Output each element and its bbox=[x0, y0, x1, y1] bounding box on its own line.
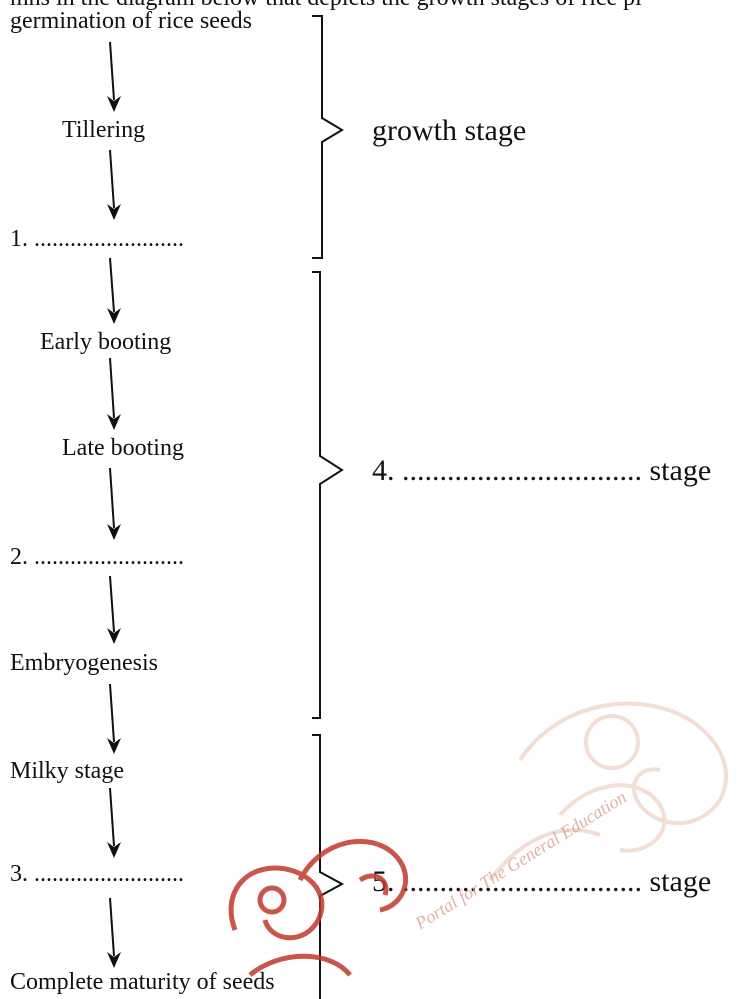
arrow-2 bbox=[109, 149, 115, 209]
brace-stage-5 bbox=[312, 734, 345, 999]
blank-3: 3. ......................... bbox=[10, 861, 184, 887]
arrow-4 bbox=[109, 357, 115, 419]
cut-header-text: mns in the diagram below that depicts th… bbox=[10, 0, 642, 13]
blank-2: 2. ......................... bbox=[10, 544, 184, 570]
arrow-8 bbox=[109, 787, 115, 847]
label-complete-maturity: Complete maturity of seeds bbox=[10, 969, 275, 995]
arrow-1 bbox=[109, 41, 115, 101]
label-tillering: Tillering bbox=[62, 117, 146, 143]
brace-stage-4 bbox=[312, 271, 344, 719]
blank-1: 1. ......................... bbox=[10, 226, 184, 252]
stage-blank-4: 4. ................................ stag… bbox=[372, 454, 712, 487]
label-germination: germination of rice seeds bbox=[10, 8, 252, 34]
label-early-booting: Early booting bbox=[40, 329, 172, 355]
arrow-9 bbox=[109, 897, 115, 957]
label-embryogenesis: Embryogenesis bbox=[10, 650, 158, 676]
stage-growth: growth stage bbox=[372, 114, 527, 147]
arrow-5 bbox=[109, 467, 115, 529]
label-late-booting: Late booting bbox=[62, 435, 184, 461]
arrow-7 bbox=[109, 683, 115, 743]
brace-growth bbox=[312, 15, 344, 259]
arrow-6 bbox=[109, 575, 115, 633]
arrow-3 bbox=[109, 257, 115, 313]
label-milky-stage: Milky stage bbox=[10, 758, 124, 784]
